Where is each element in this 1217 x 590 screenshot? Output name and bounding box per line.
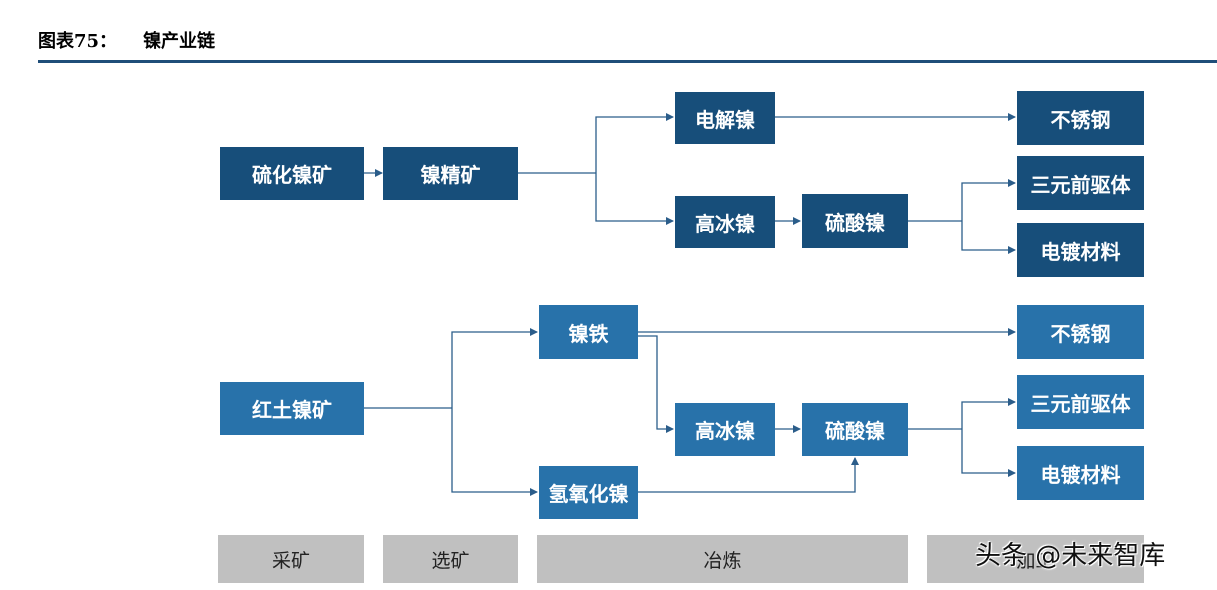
node-nickel-sulfate-top: 硫酸镍: [802, 194, 908, 248]
node-precursor-bottom: 三元前驱体: [1017, 375, 1144, 429]
figure-label: 图表75：: [38, 31, 118, 52]
node-sulfide-ore: 硫化镍矿: [220, 147, 364, 200]
node-nickel-hydroxide: 氢氧化镍: [539, 466, 638, 519]
node-nickel-matte-bottom: 高冰镍: [675, 403, 775, 456]
stage-beneficiation: 选矿: [383, 535, 518, 583]
node-nickel-matte-top: 高冰镍: [675, 196, 775, 248]
edge-to-electrolytic: [595, 113, 674, 173]
edge-ferronickel-to-matte: [638, 335, 674, 433]
title-divider: [38, 60, 1217, 63]
edge-to-hydroxide: [451, 408, 538, 496]
edge-hydroxide-to-sulfate: [638, 457, 859, 493]
node-precursor-top: 三元前驱体: [1017, 156, 1144, 210]
node-nickel-sulfate-bottom: 硫酸镍: [802, 403, 908, 456]
edge-to-precursor-top: [961, 179, 1016, 221]
node-nickel-concentrate: 镍精矿: [383, 147, 518, 200]
node-plating-material-top: 电镀材料: [1017, 223, 1144, 277]
edge-to-plating-bottom: [961, 429, 1016, 477]
figure-title: 镍产业链: [143, 31, 216, 52]
edge-to-precursor-bottom: [961, 398, 1016, 429]
node-laterite-ore: 红土镍矿: [220, 382, 364, 435]
edge-to-matte-top: [595, 173, 674, 225]
stage-smelting: 冶炼: [537, 535, 908, 583]
edge-to-plating-top: [961, 221, 1016, 254]
node-ferronickel: 镍铁: [539, 305, 638, 359]
figure-header: 图表75： 镍产业链: [38, 26, 215, 54]
node-electrolytic-nickel: 电解镍: [675, 92, 775, 144]
stage-mining: 采矿: [218, 535, 364, 583]
node-stainless-steel-top: 不锈钢: [1017, 91, 1144, 145]
edge-to-ferronickel: [451, 328, 538, 408]
stage-processing: 加工: [927, 535, 1144, 583]
node-plating-material-bottom: 电镀材料: [1017, 446, 1144, 500]
watermark: 头条 @未来智库: [975, 541, 1166, 571]
node-stainless-steel-bottom: 不锈钢: [1017, 305, 1144, 359]
